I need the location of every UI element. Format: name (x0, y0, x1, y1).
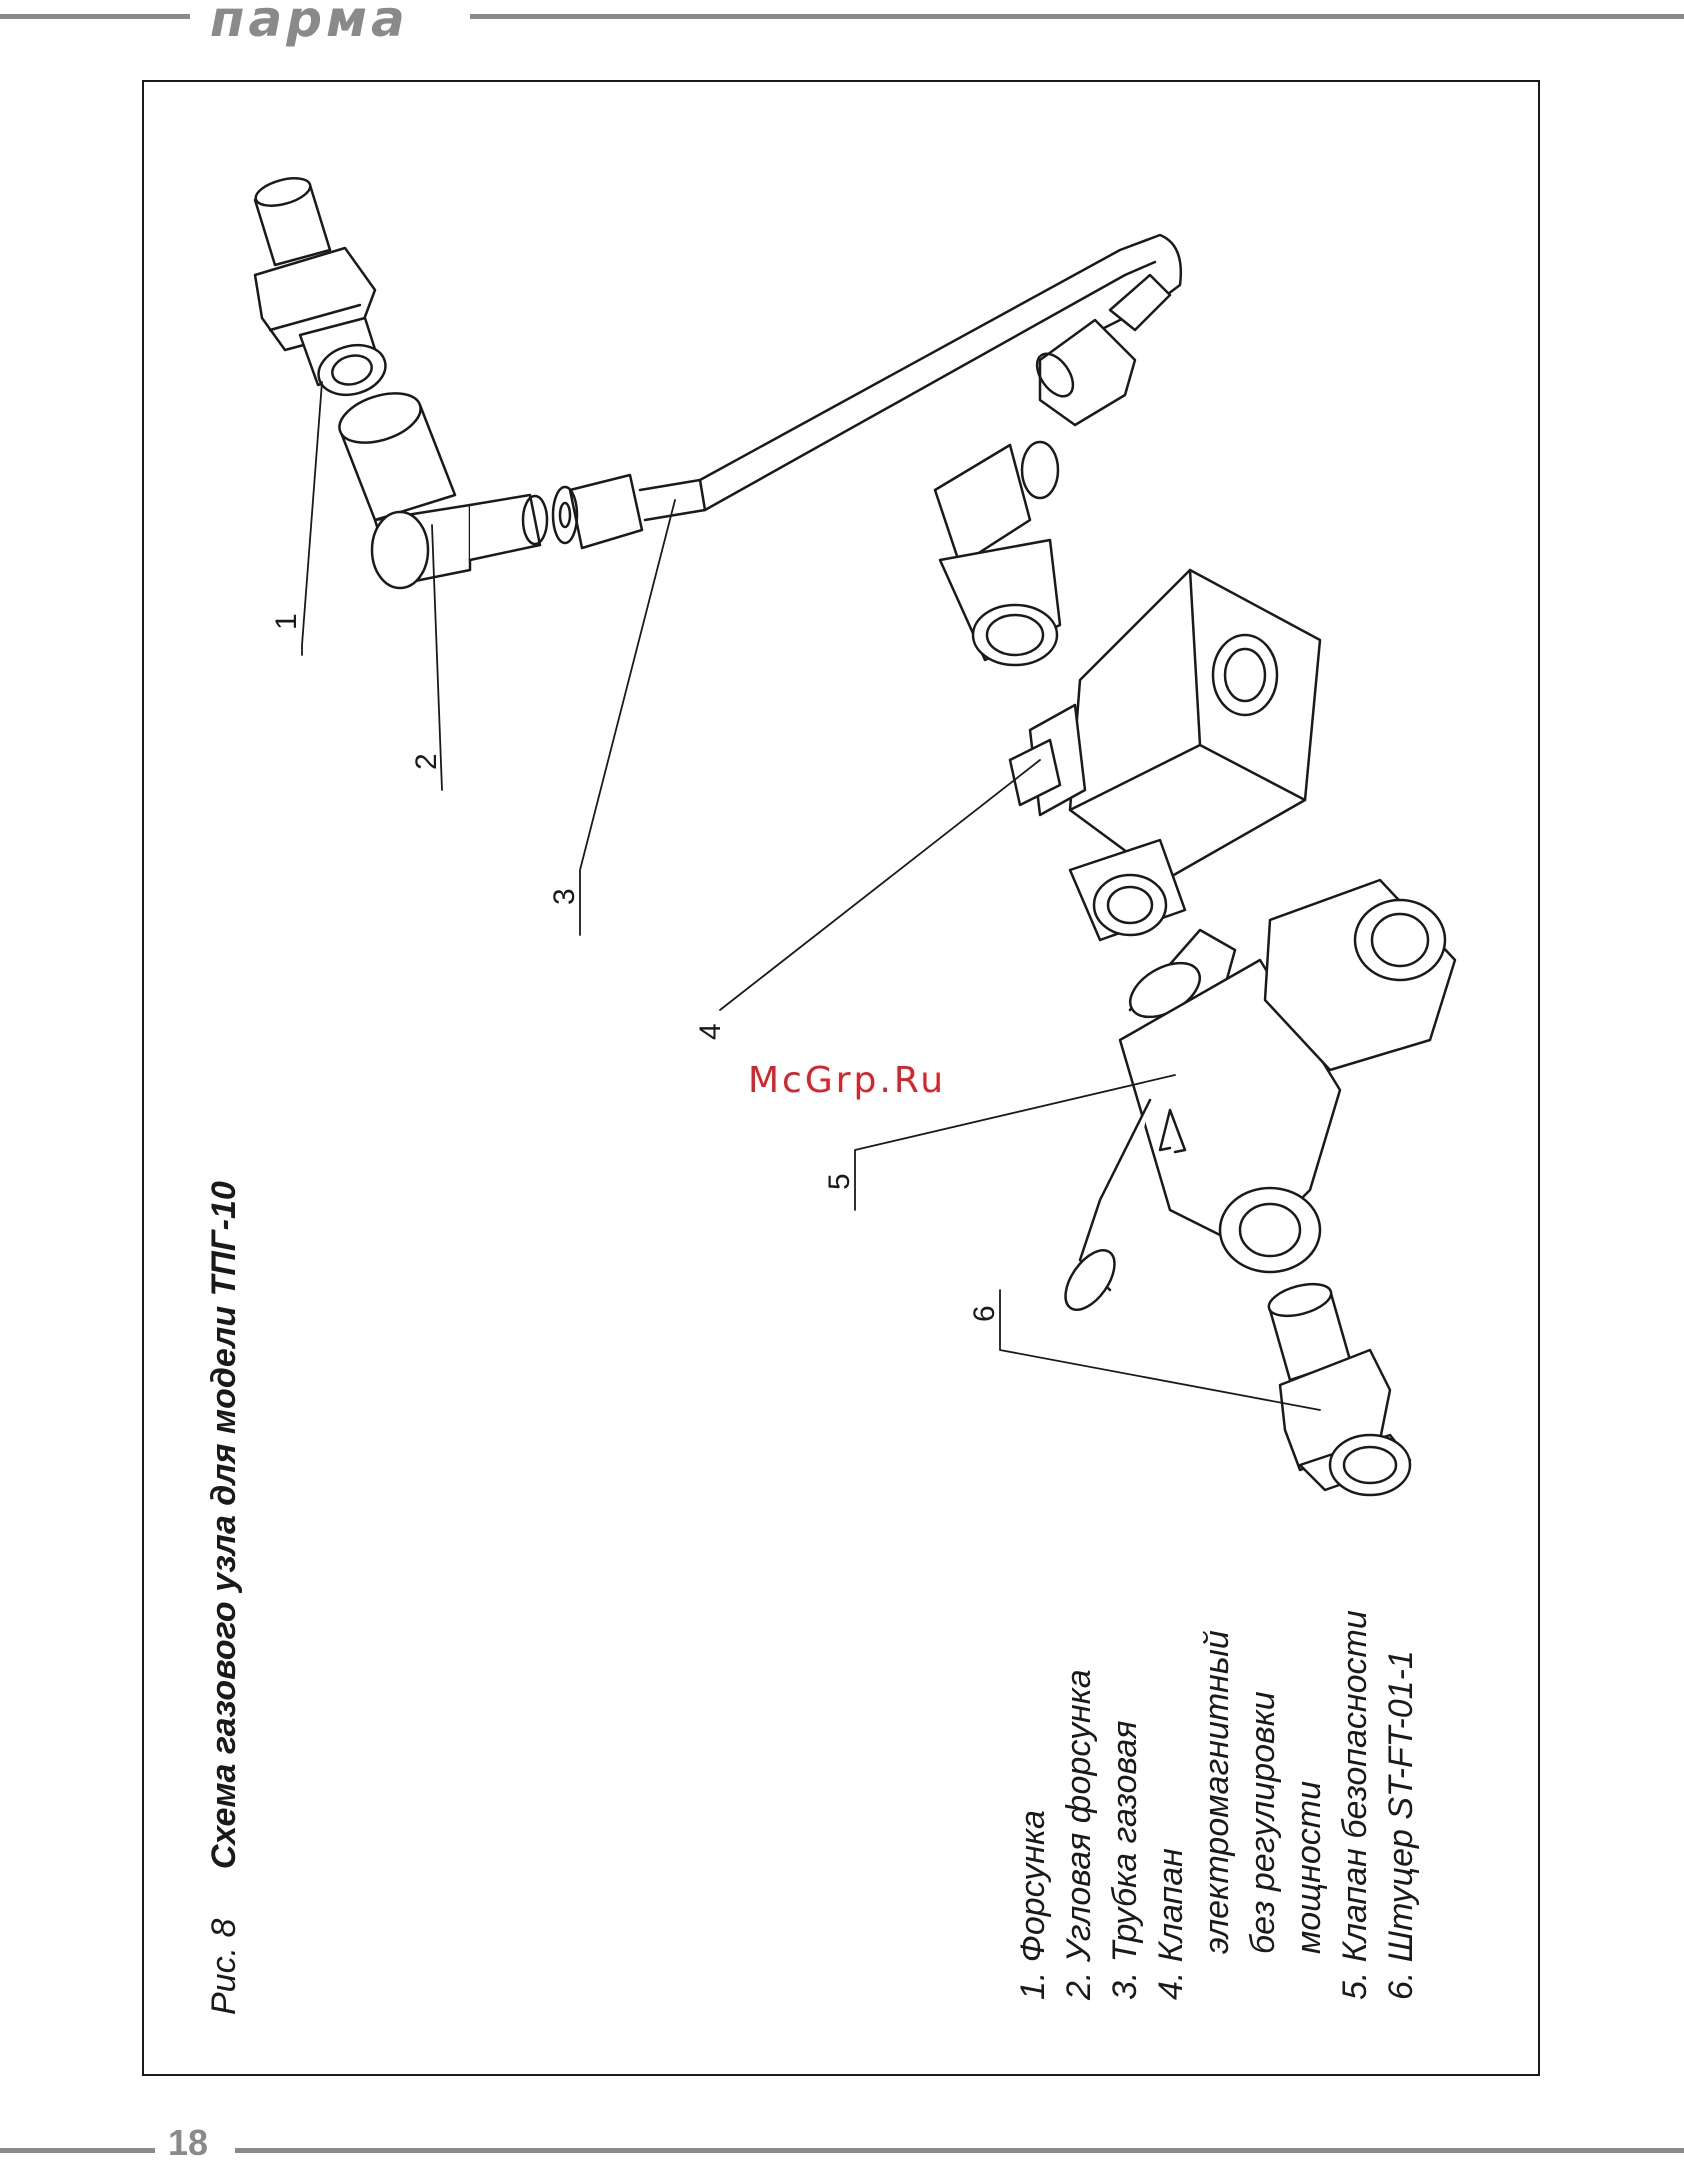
callout-4: 4 (694, 1023, 727, 1040)
watermark-text: McGrp.Ru (748, 1060, 946, 1101)
fitting-part (1265, 1278, 1410, 1495)
callout-1: 1 (270, 613, 303, 630)
gas-tube-part (553, 235, 1181, 548)
solenoid-valve-part (935, 442, 1320, 940)
callout-2: 2 (410, 753, 443, 770)
page-number: 18 (168, 2122, 208, 2164)
safety-valve-part (1056, 880, 1455, 1318)
callout-3: 3 (548, 888, 581, 905)
callout-6: 6 (968, 1305, 1001, 1322)
callout-5: 5 (823, 1173, 856, 1190)
nozzle-part (253, 173, 391, 402)
footer-rule-left (0, 2148, 155, 2153)
angled-nozzle-part (333, 384, 547, 588)
callout-numbers: 1 2 3 4 5 6 (270, 613, 1001, 1322)
footer-rule-right (235, 2148, 1684, 2153)
